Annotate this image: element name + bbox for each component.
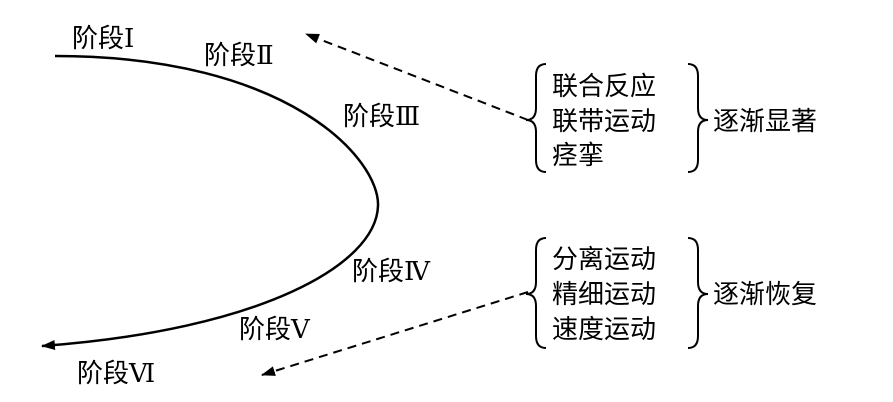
stage-label-4: 阶段Ⅳ [352,257,431,287]
upper-dashed-arrow [305,33,529,121]
lower-item-2: 精细运动 [552,280,656,310]
upper-item-2: 联带运动 [552,107,656,137]
upper-result: 逐渐显著 [713,107,817,137]
stage-label-3: 阶段Ⅲ [343,102,420,132]
lower-result: 逐渐恢复 [713,280,817,310]
lower-right-brace [687,237,709,349]
stage-label-1: 阶段Ⅰ [72,24,134,54]
lower-item-1: 分离运动 [552,245,656,275]
stage-label-5: 阶段Ⅴ [239,315,311,345]
stage-label-2: 阶段Ⅱ [204,41,274,71]
upper-right-brace [687,63,709,173]
upper-item-3: 痉挛 [552,141,604,171]
upper-item-1: 联合反应 [552,72,656,102]
recovery-curve [41,54,380,351]
upper-left-brace [525,63,547,173]
stage-label-6: 阶段Ⅵ [77,359,155,389]
lower-dashed-arrow [261,291,529,376]
lower-item-3: 速度运动 [552,315,656,345]
lower-left-brace [525,237,547,349]
